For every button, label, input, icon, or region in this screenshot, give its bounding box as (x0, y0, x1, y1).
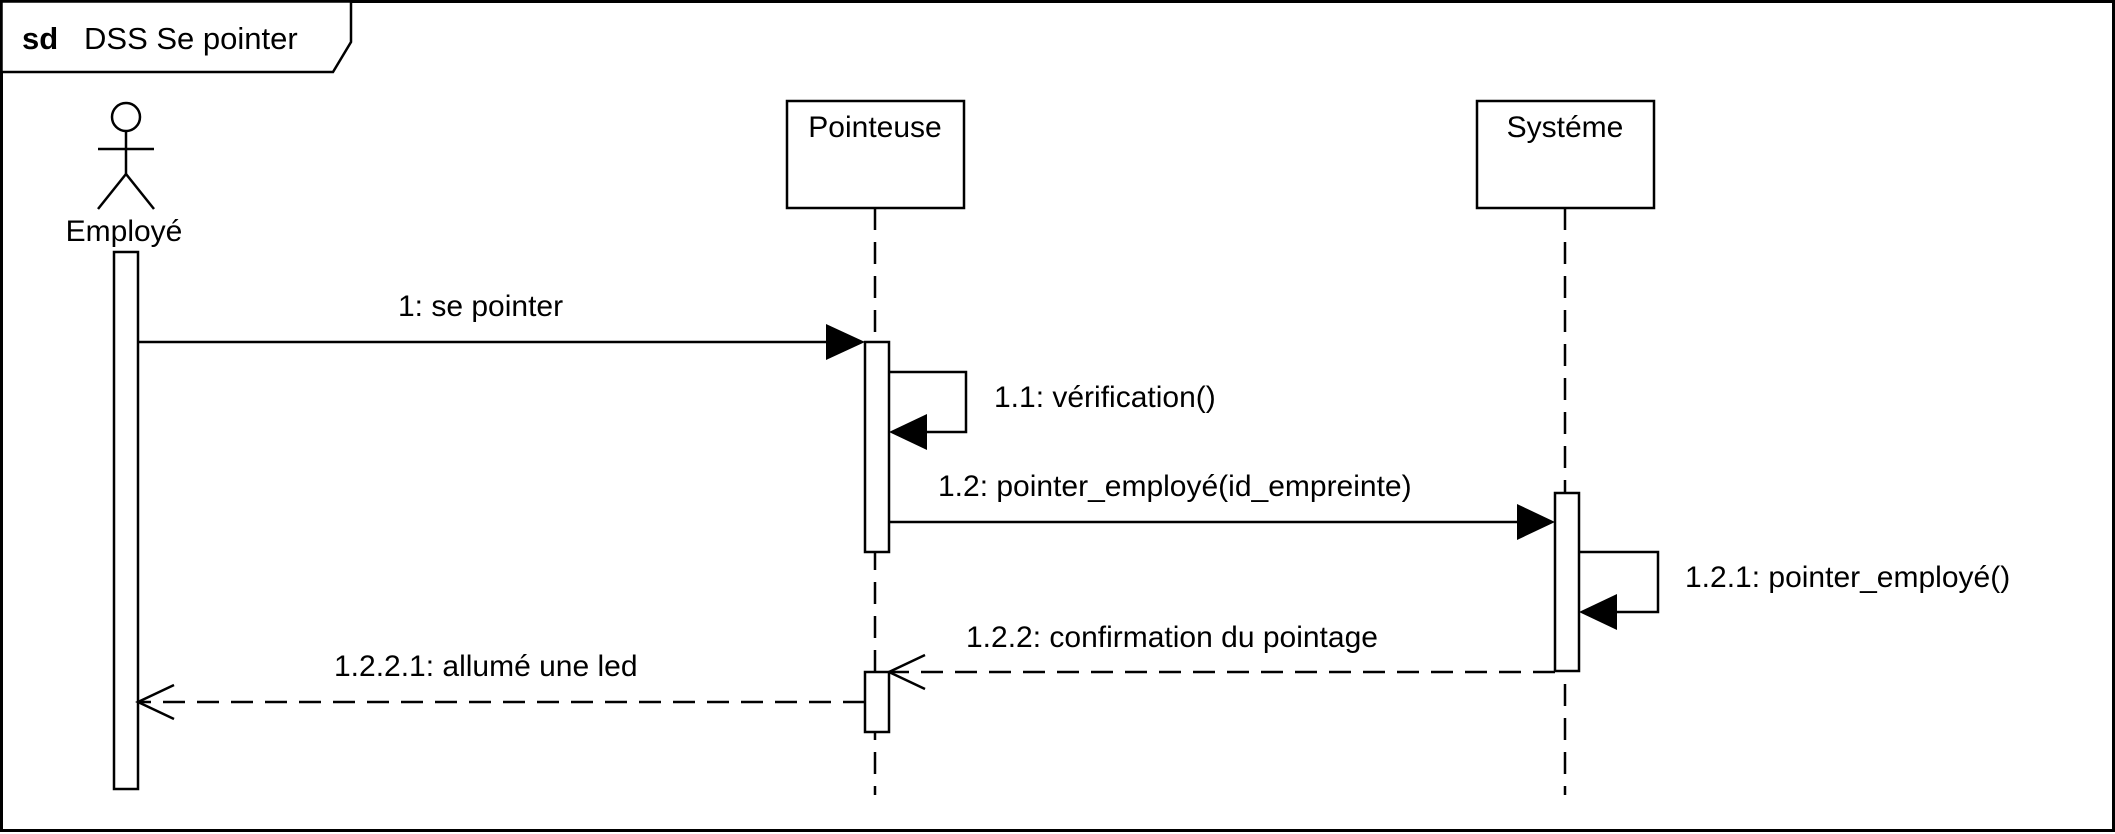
activation-pointeuse-1 (863, 340, 891, 554)
activation-employe (112, 250, 140, 791)
lifeline-systeme-head (1475, 99, 1656, 210)
message-1-2-arrow (889, 504, 1555, 540)
actor-head (110, 101, 142, 133)
actor-right-leg (125, 173, 155, 210)
activation-systeme (1553, 491, 1581, 673)
actor-left-leg (97, 173, 127, 210)
message-1-2-2-1-arrow (135, 683, 865, 721)
activation-pointeuse-2 (863, 670, 891, 734)
message-1-2-2-arrow (886, 653, 1555, 691)
message-1-2-label: 1.2: pointer_employé(id_empreinte) (938, 470, 1412, 503)
message-1-1-arrow (889, 370, 968, 450)
frame-keyword: sd (22, 21, 58, 56)
actor-employe-label: Employé (66, 215, 183, 248)
lifeline-pointeuse-label: Pointeuse (808, 111, 941, 144)
message-1-1-label: 1.1: vérification() (994, 381, 1216, 414)
message-1-arrow (138, 324, 865, 360)
frame-title-tab (0, 0, 353, 74)
message-1-2-2-1-label: 1.2.2.1: allumé une led (334, 650, 638, 683)
message-1-2-1-label: 1.2.1: pointer_employé() (1685, 561, 2010, 594)
frame-name: DSS Se pointer (84, 21, 298, 56)
message-1-2-1-arrow (1579, 550, 1660, 630)
message-1-label: 1: se pointer (398, 290, 563, 323)
message-1-2-2-label: 1.2.2: confirmation du pointage (966, 621, 1378, 654)
lifeline-systeme-label: Systéme (1507, 111, 1624, 144)
actor-employe (97, 101, 155, 210)
